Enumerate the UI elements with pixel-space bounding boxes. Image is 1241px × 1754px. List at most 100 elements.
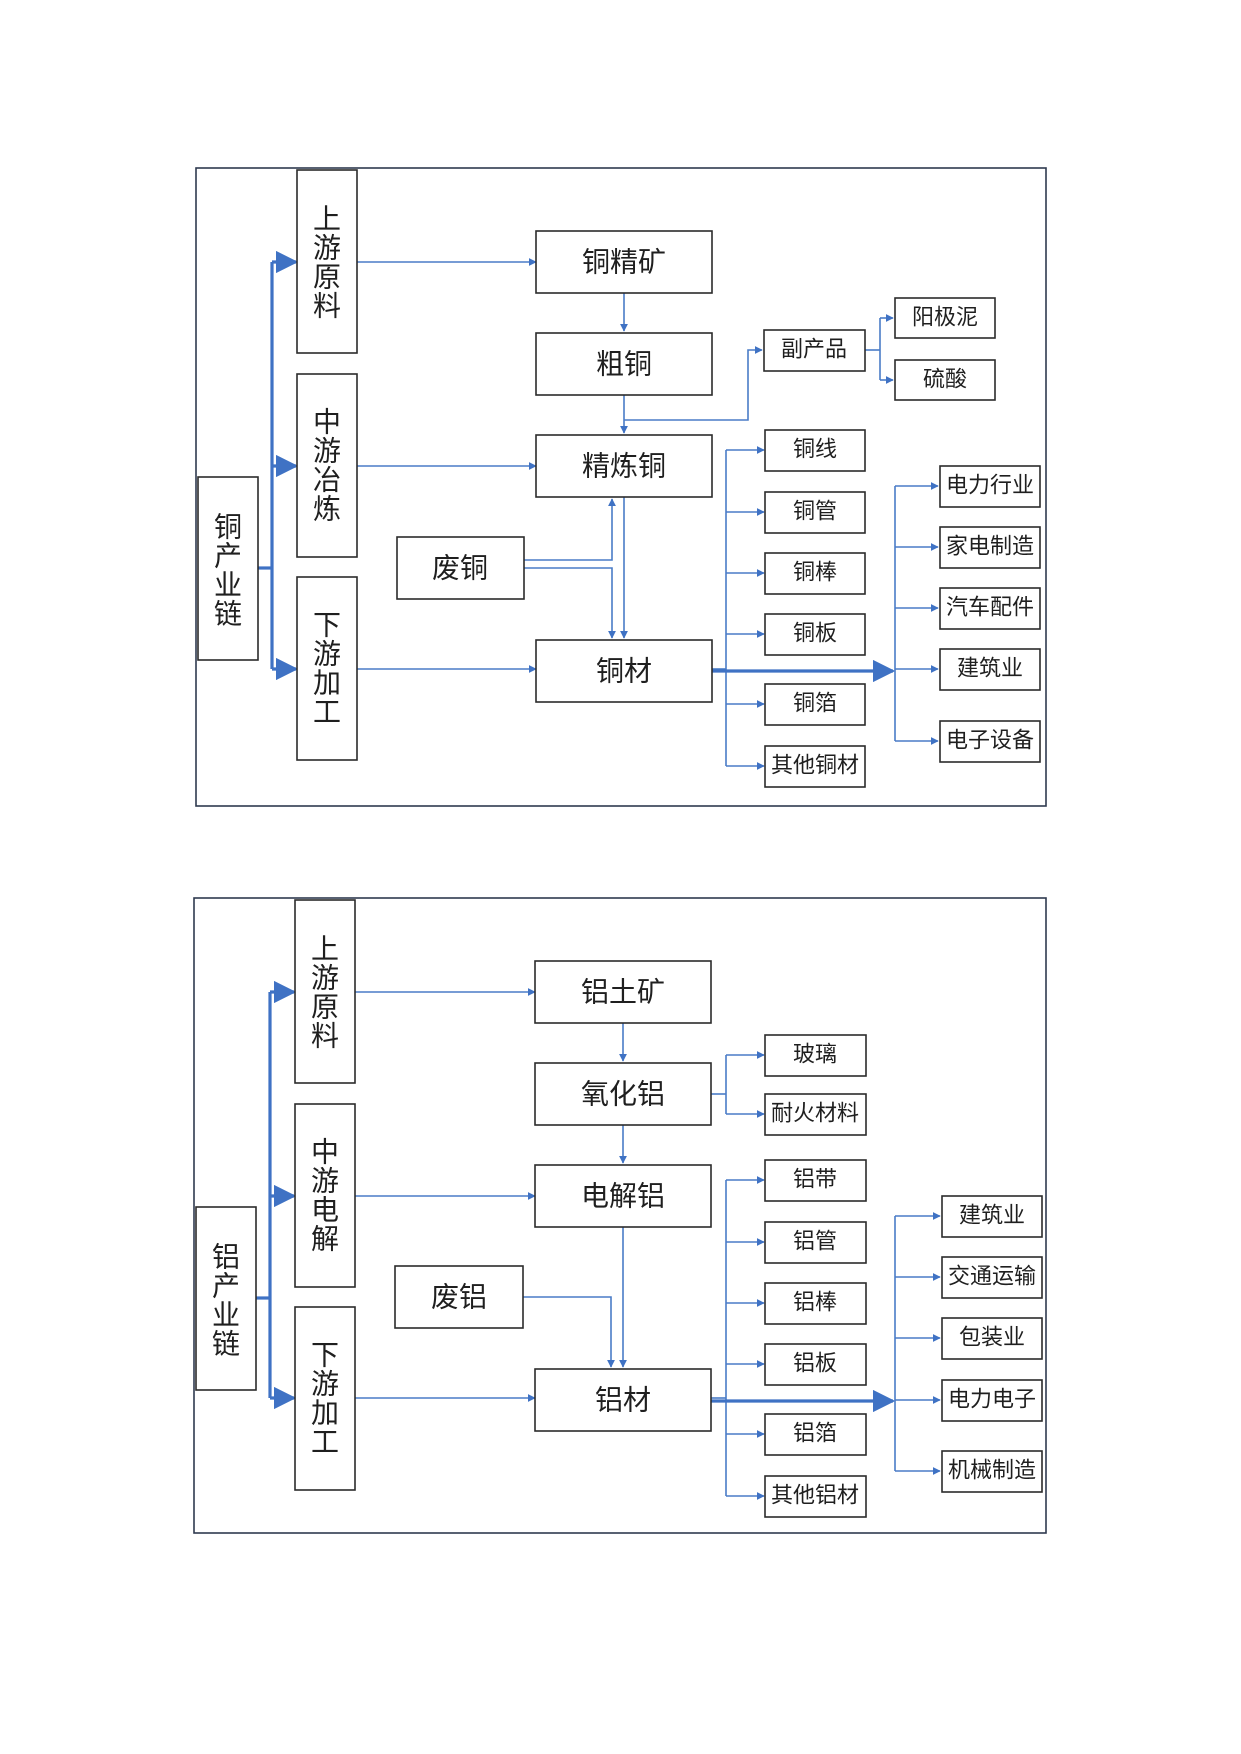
svg-text:业: 业 bbox=[212, 1299, 240, 1332]
copper-node-refined: 精炼铜 bbox=[535, 434, 713, 498]
svg-text:电力电子: 电力电子 bbox=[948, 1388, 1036, 1413]
svg-text:建筑业: 建筑业 bbox=[957, 657, 1023, 682]
svg-text:铜精矿: 铜精矿 bbox=[582, 246, 666, 279]
svg-text:氧化铝: 氧化铝 bbox=[581, 1078, 665, 1111]
aluminum-product: 铝板 bbox=[764, 1343, 867, 1386]
svg-text:铝棒: 铝棒 bbox=[793, 1291, 837, 1316]
svg-text:铝带: 铝带 bbox=[793, 1168, 837, 1193]
svg-text:工: 工 bbox=[313, 696, 341, 729]
copper-product: 铜线 bbox=[764, 429, 866, 472]
svg-text:产: 产 bbox=[214, 540, 242, 573]
svg-text:铜棒: 铜棒 bbox=[793, 561, 837, 586]
svg-text:电解铝: 电解铝 bbox=[581, 1180, 665, 1213]
copper-diagram: 铜 产 业 链 上 游 原 料 中 游 冶 炼 下 游 加 工 bbox=[195, 167, 1047, 807]
svg-text:粗铜: 粗铜 bbox=[596, 348, 652, 381]
svg-text:中: 中 bbox=[311, 1136, 339, 1169]
aluminum-stage-midstream: 中 游 电 解 bbox=[294, 1103, 356, 1288]
copper-industry: 电力行业 bbox=[939, 465, 1041, 508]
copper-stage-midstream: 中 游 冶 炼 bbox=[296, 373, 358, 558]
aluminum-connectors bbox=[256, 980, 941, 1500]
copper-node-scrap: 废铜 bbox=[396, 536, 525, 600]
svg-text:其他铝材: 其他铝材 bbox=[771, 1484, 859, 1509]
svg-text:铝管: 铝管 bbox=[793, 1230, 837, 1255]
svg-text:交通运输: 交通运输 bbox=[948, 1265, 1036, 1290]
aluminum-industry: 机械制造 bbox=[941, 1450, 1043, 1493]
svg-text:电子设备: 电子设备 bbox=[946, 729, 1034, 754]
aluminum-node-ore: 铝土矿 bbox=[534, 960, 712, 1024]
svg-text:废铜: 废铜 bbox=[432, 552, 488, 585]
svg-text:建筑业: 建筑业 bbox=[959, 1204, 1025, 1229]
aluminum-alumina-uses: 玻璃 耐火材料 bbox=[764, 1034, 867, 1136]
svg-text:铜线: 铜线 bbox=[793, 438, 837, 463]
copper-node-byproduct: 副产品 bbox=[763, 329, 866, 372]
svg-text:解: 解 bbox=[311, 1223, 339, 1256]
copper-stage-upstream: 上 游 原 料 bbox=[296, 169, 358, 354]
copper-node-sulfuric-acid: 硫酸 bbox=[894, 359, 996, 401]
svg-text:工: 工 bbox=[311, 1426, 339, 1459]
aluminum-product: 铝带 bbox=[764, 1159, 867, 1202]
svg-text:料: 料 bbox=[313, 290, 341, 323]
copper-connectors bbox=[258, 250, 939, 770]
aluminum-products: 铝带 铝管 铝棒 铝板 铝箔 其他铝材 bbox=[764, 1159, 867, 1518]
copper-root-label: 铜 bbox=[214, 511, 242, 544]
svg-text:料: 料 bbox=[311, 1020, 339, 1053]
aluminum-industries: 建筑业 交通运输 包装业 电力电子 机械制造 bbox=[941, 1195, 1043, 1493]
aluminum-industry: 交通运输 bbox=[941, 1256, 1043, 1299]
svg-text:铝材: 铝材 bbox=[595, 1384, 651, 1417]
svg-text:电: 电 bbox=[311, 1194, 339, 1227]
alumina-use: 玻璃 bbox=[764, 1034, 867, 1077]
aluminum-node-scrap: 废铝 bbox=[394, 1265, 524, 1329]
svg-text:业: 业 bbox=[214, 569, 242, 602]
svg-text:链: 链 bbox=[212, 1328, 240, 1361]
svg-text:机械制造: 机械制造 bbox=[948, 1459, 1036, 1484]
svg-text:玻璃: 玻璃 bbox=[793, 1043, 837, 1068]
svg-text:游: 游 bbox=[313, 638, 341, 671]
copper-node-material: 铜材 bbox=[535, 639, 713, 703]
svg-text:铝土矿: 铝土矿 bbox=[581, 976, 665, 1009]
copper-product: 铜管 bbox=[764, 491, 866, 534]
svg-text:下: 下 bbox=[311, 1339, 339, 1372]
aluminum-industry: 建筑业 bbox=[941, 1195, 1043, 1238]
copper-product: 铜棒 bbox=[764, 552, 866, 595]
aluminum-product: 铝管 bbox=[764, 1221, 867, 1264]
alumina-use: 耐火材料 bbox=[764, 1093, 867, 1136]
svg-text:链: 链 bbox=[214, 598, 242, 631]
svg-text:耐火材料: 耐火材料 bbox=[771, 1102, 859, 1127]
aluminum-product: 其他铝材 bbox=[764, 1475, 867, 1518]
svg-text:中: 中 bbox=[313, 406, 341, 439]
svg-text:电力行业: 电力行业 bbox=[946, 474, 1034, 499]
svg-text:下: 下 bbox=[313, 609, 341, 642]
svg-text:副产品: 副产品 bbox=[781, 338, 847, 363]
svg-text:上: 上 bbox=[311, 933, 339, 966]
svg-text:铝板: 铝板 bbox=[793, 1352, 837, 1377]
copper-product: 其他铜材 bbox=[764, 745, 866, 788]
copper-products: 铜线 铜管 铜棒 铜板 铜箔 其他铜材 bbox=[764, 429, 866, 788]
svg-text:家电制造: 家电制造 bbox=[946, 535, 1034, 560]
aluminum-diagram: 铝 产 业 链 上 游 原 料 中 游 电 解 下 游 加 工 铝土 bbox=[193, 897, 1047, 1534]
copper-stage-downstream: 下 游 加 工 bbox=[296, 576, 358, 761]
svg-text:游: 游 bbox=[311, 1165, 339, 1198]
svg-text:原: 原 bbox=[311, 991, 339, 1024]
copper-industry: 家电制造 bbox=[939, 526, 1041, 569]
aluminum-node-material: 铝材 bbox=[534, 1368, 712, 1432]
aluminum-root-node: 铝 产 业 链 bbox=[195, 1206, 257, 1391]
copper-industry: 汽车配件 bbox=[939, 587, 1041, 630]
svg-text:原: 原 bbox=[313, 261, 341, 294]
svg-text:上: 上 bbox=[313, 203, 341, 236]
svg-text:冶: 冶 bbox=[313, 464, 341, 497]
svg-text:游: 游 bbox=[311, 1368, 339, 1401]
copper-root-node: 铜 产 业 链 bbox=[197, 476, 259, 661]
aluminum-stage-downstream: 下 游 加 工 bbox=[294, 1306, 356, 1491]
svg-text:其他铜材: 其他铜材 bbox=[771, 754, 859, 779]
svg-text:汽车配件: 汽车配件 bbox=[946, 596, 1034, 621]
aluminum-product: 铝箔 bbox=[764, 1413, 867, 1456]
svg-text:炼: 炼 bbox=[313, 493, 341, 526]
svg-text:铜材: 铜材 bbox=[596, 655, 652, 688]
svg-text:游: 游 bbox=[313, 232, 341, 265]
svg-text:铜板: 铜板 bbox=[793, 622, 837, 647]
svg-text:废铝: 废铝 bbox=[431, 1281, 487, 1314]
svg-text:铜箔: 铜箔 bbox=[793, 692, 837, 717]
svg-text:游: 游 bbox=[313, 435, 341, 468]
